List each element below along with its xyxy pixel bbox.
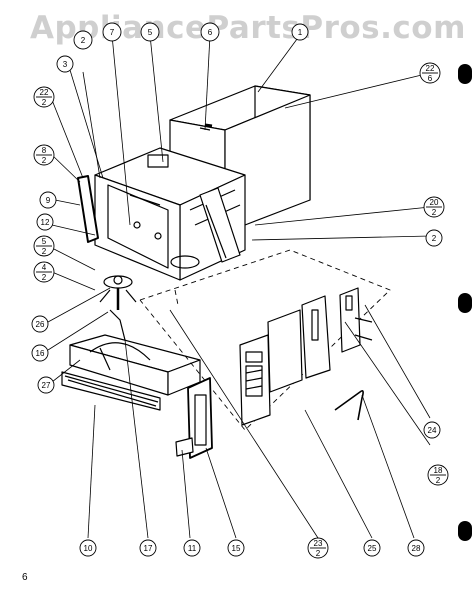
svg-text:15: 15 — [232, 544, 241, 553]
callout-4-2: 4 2 — [33, 261, 55, 283]
callout-top-d: 6 — [200, 22, 220, 42]
svg-text:2: 2 — [81, 36, 86, 45]
callout-11: 11 — [183, 539, 201, 557]
svg-text:16: 16 — [36, 349, 45, 358]
svg-text:22: 22 — [426, 64, 435, 73]
callout-top-c: 5 — [140, 22, 160, 42]
door-assembly — [175, 377, 213, 459]
watermark: AppliancePartsPros.com — [30, 10, 466, 46]
callout-26-left: 26 — [31, 315, 49, 333]
svg-text:2: 2 — [42, 273, 47, 282]
svg-text:12: 12 — [41, 218, 50, 227]
svg-text:2: 2 — [432, 234, 437, 243]
svg-text:20: 20 — [430, 198, 439, 207]
svg-text:2: 2 — [316, 549, 321, 558]
svg-text:5: 5 — [148, 28, 153, 37]
svg-text:18: 18 — [434, 466, 443, 475]
panel-plates — [267, 287, 373, 393]
callout-22-6: 22 6 — [419, 62, 441, 84]
svg-text:2: 2 — [42, 98, 47, 107]
callout-5-2: 5 2 — [33, 235, 55, 257]
binder-hole-middle — [458, 293, 472, 313]
svg-text:10: 10 — [84, 544, 93, 553]
binder-hole-top — [458, 64, 472, 84]
svg-text:22: 22 — [40, 88, 49, 97]
svg-text:6: 6 — [208, 28, 213, 37]
callout-top-b: 7 — [102, 22, 122, 42]
control-panel — [239, 334, 271, 426]
svg-text:23: 23 — [314, 539, 323, 548]
svg-text:25: 25 — [368, 544, 377, 553]
wire-harness — [334, 390, 364, 421]
callout-2: 2 — [425, 229, 443, 247]
binder-hole-bottom — [458, 521, 472, 541]
oven-cavity — [94, 147, 246, 281]
base-tray — [61, 334, 201, 411]
svg-text:6: 6 — [428, 74, 433, 83]
svg-text:17: 17 — [144, 544, 153, 553]
callout-16: 16 — [31, 344, 49, 362]
svg-text:2: 2 — [42, 156, 47, 165]
svg-text:8: 8 — [42, 146, 47, 155]
callout-18-2: 18 2 — [427, 464, 449, 486]
svg-text:4: 4 — [42, 263, 47, 272]
page-number: 6 — [22, 572, 28, 583]
svg-text:9: 9 — [46, 196, 51, 205]
svg-text:24: 24 — [428, 426, 437, 435]
svg-text:26: 26 — [36, 320, 45, 329]
callout-23-2: 23 2 — [307, 537, 329, 559]
svg-text:2: 2 — [432, 208, 437, 217]
callout-28: 28 — [407, 539, 425, 557]
leader-lines — [47, 34, 431, 539]
callout-top-a: 2 — [73, 30, 93, 50]
svg-text:11: 11 — [188, 544, 197, 553]
callout-10: 10 — [79, 539, 97, 557]
svg-text:1: 1 — [298, 28, 303, 37]
svg-text:3: 3 — [63, 60, 68, 69]
svg-text:28: 28 — [412, 544, 421, 553]
callout-17: 17 — [139, 539, 157, 557]
svg-text:2: 2 — [436, 476, 441, 485]
callout-27: 27 — [37, 376, 55, 394]
callout-8-2: 8 2 — [33, 144, 55, 166]
callout-22-2-left: 22 2 — [33, 86, 55, 108]
callout-20-2: 20 2 — [423, 196, 445, 218]
callout-3: 3 — [56, 55, 74, 73]
svg-text:27: 27 — [42, 381, 51, 390]
door-frame — [77, 175, 241, 263]
svg-text:2: 2 — [42, 247, 47, 256]
svg-text:7: 7 — [110, 28, 115, 37]
callout-9: 9 — [39, 191, 57, 209]
svg-text:5: 5 — [42, 237, 47, 246]
callout-12: 12 — [36, 213, 54, 231]
callout-1: 1 — [291, 23, 309, 41]
callout-25: 25 — [363, 539, 381, 557]
callout-15: 15 — [227, 539, 245, 557]
callout-24: 24 — [423, 421, 441, 439]
